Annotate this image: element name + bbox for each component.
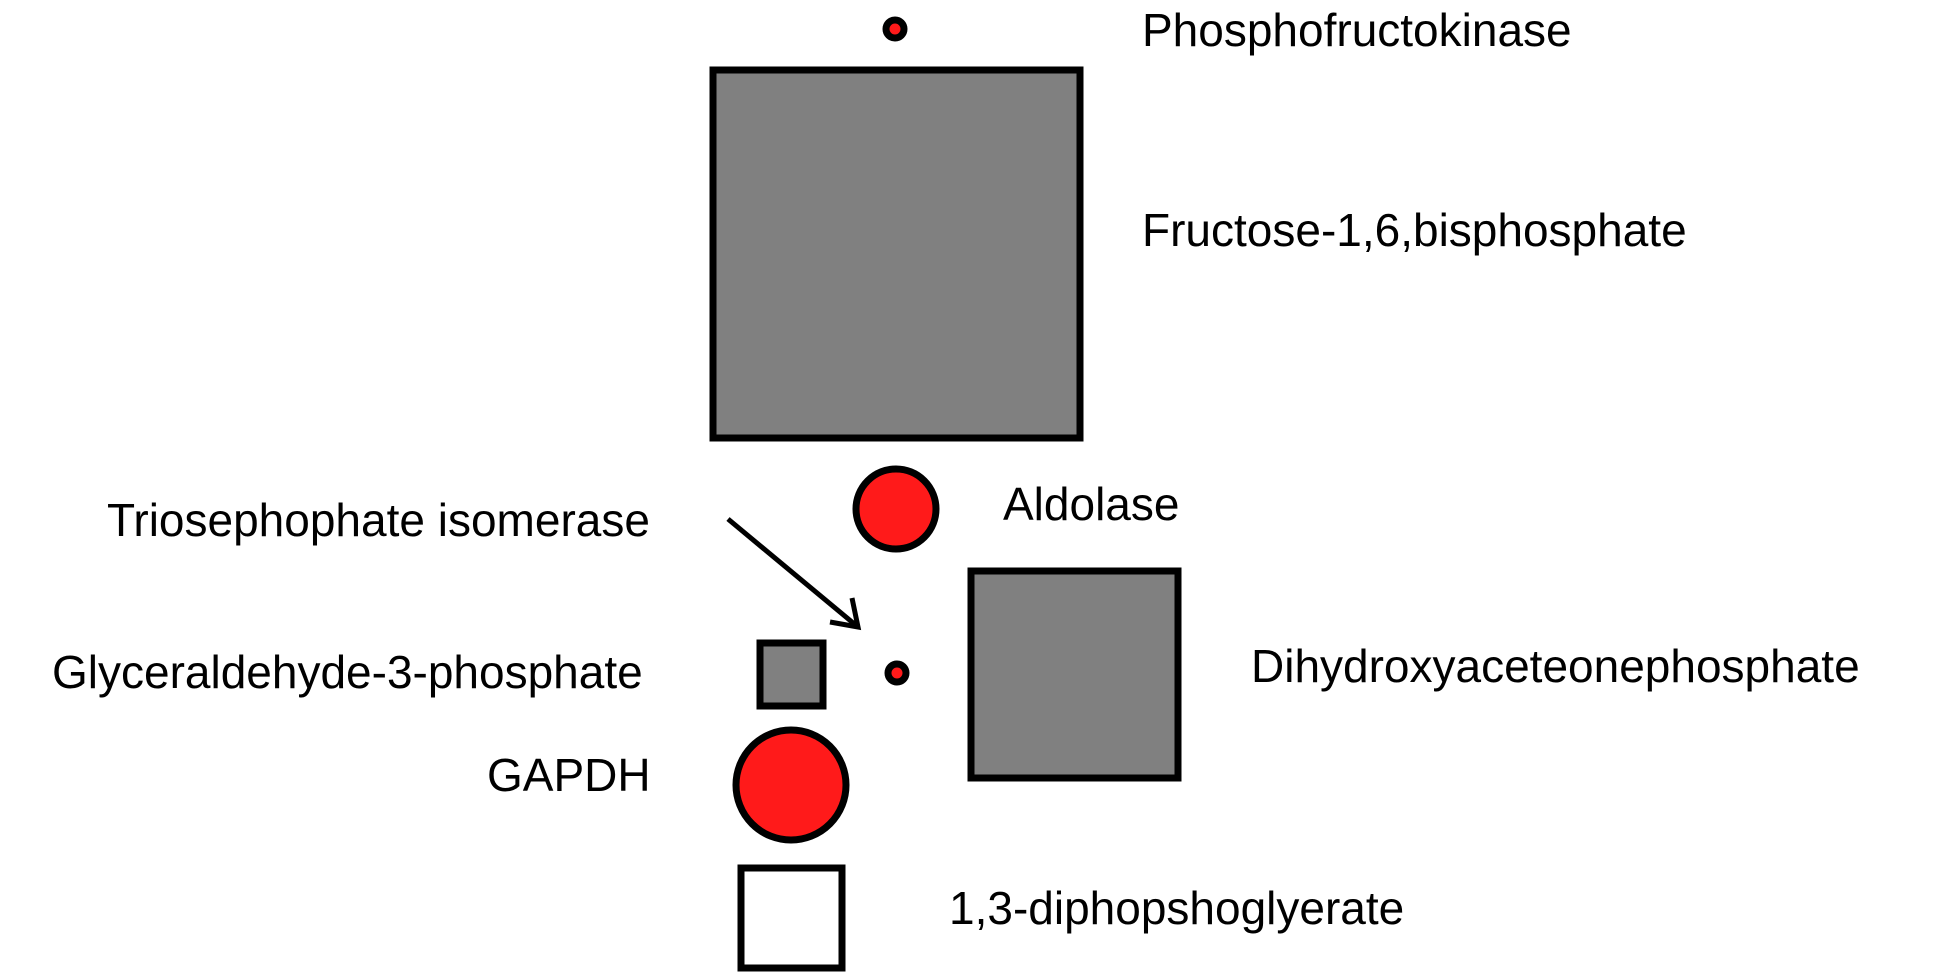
triosephosphate-isomerase-dot xyxy=(884,660,910,686)
triosephosphate-isomerase-arrow xyxy=(726,517,860,629)
gapdh-circle xyxy=(732,726,850,844)
dihydroxyacetone-phosphate-square xyxy=(967,567,1182,782)
arrow-head xyxy=(829,597,862,631)
diphosphoglycerate-label: 1,3-diphopshoglyerate xyxy=(949,882,1404,934)
glyceraldehyde-3-phosphate-label: Glyceraldehyde-3-phosphate xyxy=(52,646,643,698)
fructose-bisphosphate-square xyxy=(709,66,1084,442)
diphosphoglycerate-square xyxy=(737,864,846,972)
dihydroxyacetone-phosphate-label: Dihydroxyaceteonephosphate xyxy=(1251,640,1860,692)
fructose-bisphosphate-label: Fructose-1,6,bisphosphate xyxy=(1142,204,1687,256)
phosphofructokinase-dot xyxy=(882,16,908,42)
aldolase-circle xyxy=(852,465,940,553)
aldolase-label: Aldolase xyxy=(1003,478,1179,530)
triosephosphate-isomerase-label: Triosephophate isomerase xyxy=(107,494,650,546)
gapdh-label: GAPDH xyxy=(487,749,651,801)
glyceraldehyde-3-phosphate-square xyxy=(756,639,827,710)
phosphofructokinase-label: Phosphofructokinase xyxy=(1142,4,1572,56)
